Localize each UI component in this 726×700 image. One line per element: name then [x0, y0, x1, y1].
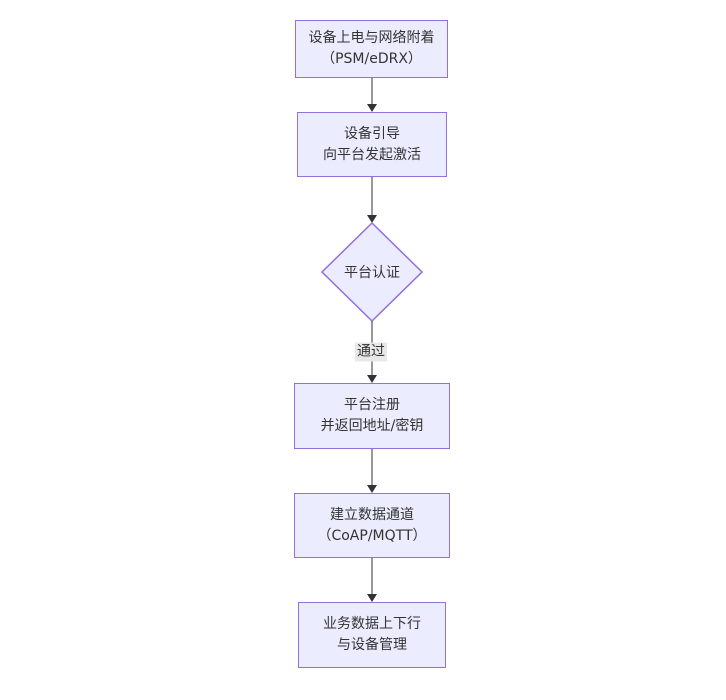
edge-label-pass: 通过: [355, 342, 387, 362]
node-line: 设备上电与网络附着: [308, 30, 435, 46]
edge-line: [371, 449, 373, 488]
node-line: 平台注册: [344, 397, 400, 413]
node-power-attach: 设备上电与网络附着 （PSM/eDRX）: [295, 20, 448, 78]
node-line: 设备引导: [344, 125, 400, 142]
edge-power-to-bootstrap: [366, 78, 378, 112]
arrow-down-icon: [367, 485, 377, 493]
node-line: 向平台发起激活: [323, 146, 421, 163]
edge-register-to-channel: [366, 449, 378, 493]
node-line: 建立数据通道: [330, 506, 414, 523]
arrow-down-icon: [367, 215, 377, 223]
arrow-down-icon: [367, 375, 377, 383]
edge-line: [371, 78, 373, 107]
node-line: 业务数据上下行: [323, 616, 421, 632]
edge-channel-to-business: [366, 558, 378, 602]
node-line: 并返回地址/密钥: [320, 418, 424, 434]
edge-line: [371, 558, 373, 597]
node-line: 平台认证: [344, 265, 400, 281]
node-platform-auth: 平台认证: [321, 222, 423, 322]
edge-line: [371, 177, 373, 218]
node-data-channel: 建立数据通道 （CoAP/MQTT）: [294, 493, 450, 558]
edge-bootstrap-to-auth: [366, 177, 378, 223]
node-line: 与设备管理: [337, 637, 407, 653]
node-platform-register: 平台注册 并返回地址/密钥: [294, 383, 450, 449]
arrow-down-icon: [367, 594, 377, 602]
node-bootstrap: 设备引导 向平台发起激活: [297, 112, 447, 177]
node-line: （CoAP/MQTT）: [317, 527, 427, 544]
node-business-data: 业务数据上下行 与设备管理: [298, 602, 446, 668]
arrow-down-icon: [367, 104, 377, 112]
node-line: （PSM/eDRX）: [321, 51, 422, 67]
